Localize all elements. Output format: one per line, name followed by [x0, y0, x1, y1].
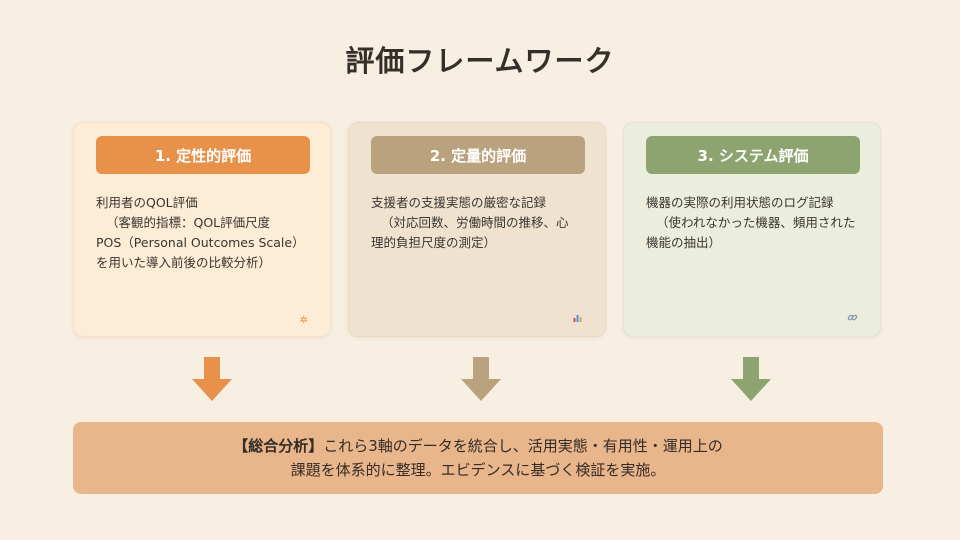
down-arrow-icon — [192, 357, 232, 401]
card-system: 3. システム評価 機器の実際の利用状態のログ記録 （使われなかった機器、頻用さ… — [623, 122, 881, 337]
card-line: 理的負担尺度の測定） — [371, 235, 497, 250]
card-heading: 2. 定量的評価 — [371, 136, 585, 174]
card-line: （使われなかった機器、頻用された — [656, 215, 856, 230]
card-body: 利用者のQOL評価 （客観的指標：QOL評価尺度 POS（Personal Ou… — [96, 193, 316, 273]
down-arrow-icon — [461, 357, 501, 401]
summary-line-2: 課題を体系的に整理。エビデンスに基づく検証を実施。 — [290, 461, 666, 479]
summary-text: これら3軸のデータを統合し、活用実態・有用性・運用上の — [323, 437, 723, 455]
summary-label: 【総合分析】 — [233, 437, 324, 455]
card-line: （対応回数、労働時間の推移、心 — [381, 215, 569, 230]
bar-chart-icon — [572, 313, 583, 326]
card-body: 機器の実際の利用状態のログ記録 （使われなかった機器、頻用された 機能の抽出） — [646, 193, 866, 253]
card-line: 支援者の支援実態の厳密な記録 — [371, 195, 547, 210]
card-line: 機器の実際の利用状態のログ記録 — [646, 195, 834, 210]
summary-line-1: 【総合分析】これら3軸のデータを統合し、活用実態・有用性・運用上の — [233, 434, 723, 458]
card-qualitative: 1. 定性的評価 利用者のQOL評価 （客観的指標：QOL評価尺度 POS（Pe… — [73, 122, 331, 337]
card-quantitative: 2. 定量的評価 支援者の支援実態の厳密な記録 （対応回数、労働時間の推移、心 … — [348, 122, 606, 337]
summary-box: 【総合分析】これら3軸のデータを統合し、活用実態・有用性・運用上の 課題を体系的… — [73, 422, 883, 494]
card-heading: 1. 定性的評価 — [96, 136, 310, 174]
down-arrow-icon — [731, 357, 771, 401]
sparkle-icon: ✲ — [299, 315, 308, 326]
card-line: （客観的指標：QOL評価尺度 — [106, 215, 271, 230]
card-line: POS（Personal Outcomes Scale） — [96, 235, 305, 250]
link-icon — [847, 312, 858, 326]
card-line: 利用者のQOL評価 — [96, 195, 198, 210]
card-body: 支援者の支援実態の厳密な記録 （対応回数、労働時間の推移、心 理的負担尺度の測定… — [371, 193, 591, 253]
page-title: 評価フレームワーク — [345, 44, 615, 78]
card-line: を用いた導入前後の比較分析） — [96, 255, 272, 270]
card-line: 機能の抽出） — [646, 235, 722, 250]
card-heading: 3. システム評価 — [646, 136, 860, 174]
